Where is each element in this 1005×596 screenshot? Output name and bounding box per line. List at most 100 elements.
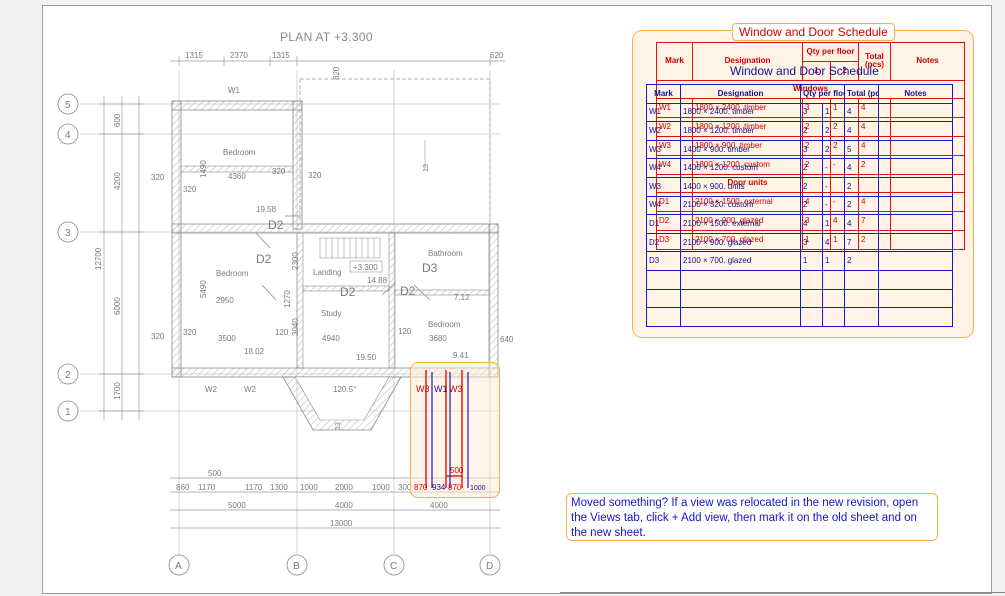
cell-q1: 4 [800,214,823,234]
stairs [319,140,426,259]
revision-note: Moved something? If a view was relocated… [566,493,938,541]
cell-q1: 2 [800,158,823,178]
cell-desig: 1800 × 1200. timber [680,121,801,141]
cell-desig: 1800 × 2400. timber [680,102,801,123]
dim-b2-2: 1170 [198,483,216,492]
cell-total: 4 [844,121,880,141]
schedule-table-new[interactable]: Mark Designation Qty per floor Total (pc… [646,84,954,327]
dim-b2-8: 300 [398,483,412,492]
cell-mark: D3 [646,251,681,271]
grid-row-1: 1 [65,407,71,418]
new-hdr-designation: Designation [680,84,801,104]
wd-8: 120 [398,327,412,336]
cell-notes [878,139,954,160]
dim-b2-6: 2000 [335,483,353,492]
cell-q1: 1 [800,251,823,271]
cell-mark: W4 [646,158,681,178]
cell-q1: 3 [800,139,823,160]
room-bedroom-2: Bedroom [216,269,249,278]
door-tag-d2-a: D2 [268,218,284,232]
cell-notes [878,195,954,216]
wd-9: 640 [500,335,514,344]
cell-q2: 2 [821,121,846,141]
cell-notes [878,232,954,253]
hl-bdim-2: 934 [432,483,446,492]
cell-q2: 1 [821,214,846,234]
rd-11: 14.88 [367,276,388,285]
cell-notes [878,269,954,290]
cell-desig: 2100 × 1500. external [680,214,801,234]
left-dimension-lines [99,96,144,420]
bay-angle: 120.5° [333,385,356,394]
room-bedroom-3: Bedroom [428,320,461,329]
dim-b3-3: 4000 [430,501,448,510]
wd-7: 120 [275,328,289,337]
cell-q2 [821,307,846,327]
door-tag-d2-c: D2 [340,285,356,299]
cell-q2 [821,288,846,309]
new-hdr-qty: Qty per floor [799,84,846,104]
rd-8: 3680 [429,334,447,343]
cell-total: 5 [844,139,880,160]
grid-row-2: 2 [65,370,71,381]
room-bedroom-1: Bedroom [223,148,256,157]
window-tag-w1: W1 [228,86,241,95]
dim-b2-3: 1170 [245,483,263,492]
cell-q2: 2 [821,139,846,160]
cell-q2: - [821,158,846,178]
table-row [646,269,954,290]
wd-6: 320 [183,328,197,337]
dim-top-5: 620 [490,51,504,60]
cell-q1: 2 [800,121,823,141]
rd-9: 9.41 [453,351,469,360]
dim-top-2: 2370 [230,51,248,60]
plan-title: PLAN AT +3.300 [280,30,373,44]
wd-1: 320 [151,173,165,182]
hl-bdim-4: 1000 [470,485,486,492]
rd-6: 4940 [322,334,340,343]
cell-notes [878,158,954,178]
grid-row-5: 5 [65,100,71,111]
hl-w3-b: W3 [449,384,463,394]
cell-notes [878,176,954,197]
table-row [646,288,954,309]
window-tag-w2-b: W2 [244,385,257,394]
cell-q1 [800,288,823,309]
hl-bdim-1: 870 [414,483,428,492]
level-tag-box [349,260,383,273]
door-swings [255,215,431,301]
cell-desig: 2100 × 900. glazed [680,232,801,253]
rd-1: 4360 [228,172,246,181]
cell-mark: W3 [646,176,681,197]
bay-window-inner [294,376,390,421]
dim-left-2: 4200 [113,172,122,190]
room-landing: Landing [313,268,341,277]
cell-total: 4 [844,214,880,234]
bay-mark: 13 [335,422,342,430]
schedule-title-old: Window and Door Schedule [732,23,895,41]
door-tag-d3: D3 [422,261,438,275]
grid-col-d: D [486,561,493,572]
cell-desig [680,269,801,290]
cell-mark: W1 [646,102,681,123]
hl-dim-500: 500 [450,466,464,475]
cell-mark: W4 [646,195,681,216]
dim-left-5: 1700 [113,382,122,400]
rd-5: 18.02 [244,347,265,356]
grid-col-a: A [175,561,182,572]
cell-total: 4 [844,102,880,123]
cell-total: 2 [844,176,880,197]
grid-col-b: B [293,561,300,572]
old-hdr-qty: Qty per floor [801,42,860,62]
cell-q1 [800,307,823,327]
cell-total [844,307,880,327]
cell-total [844,288,880,309]
new-hdr-total: Total (pcs) [844,84,880,104]
cell-total: 2 [844,251,880,271]
